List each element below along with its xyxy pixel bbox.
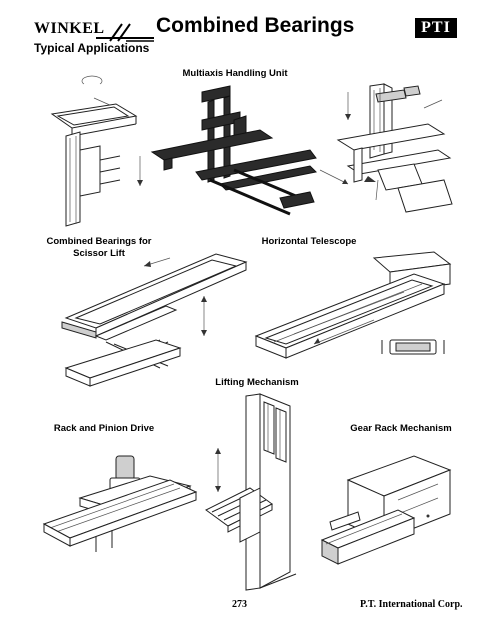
page-number: 273 [232, 599, 247, 610]
illustration-scissor-lift [61, 253, 248, 387]
caption-multiaxis: Multiaxis Handling Unit [182, 68, 288, 79]
caption-rack-pinion: Rack and Pinion Drive [53, 423, 155, 434]
section-subtitle: Typical Applications [34, 41, 150, 55]
caption-lifting: Lifting Mechanism [215, 377, 299, 388]
footer-company: P.T. International Corp. [360, 599, 463, 610]
winkel-logo-icon [96, 23, 154, 42]
logo-text: WINKEL [34, 20, 105, 37]
illustration-multiaxis-handling-unit [150, 85, 318, 216]
illustration-vertical-lift-unit [50, 75, 143, 227]
page-title: Combined Bearings [156, 14, 355, 37]
illustration-lifting-mechanism [205, 393, 297, 591]
caption-telescope: Horizontal Telescope [261, 236, 357, 247]
caption-scissor-line1: Combined Bearings for [46, 236, 152, 247]
caption-scissor-line2: Scissor Lift [73, 248, 125, 259]
illustration-horizontal-telescope [254, 251, 452, 359]
illustration-gantry-unit [319, 83, 453, 213]
illustration-gear-rack-mechanism [320, 455, 452, 565]
brand-badge: PTI [415, 18, 457, 38]
caption-gear-rack: Gear Rack Mechanism [350, 423, 452, 434]
illustration-rack-pinion-drive [42, 455, 198, 552]
